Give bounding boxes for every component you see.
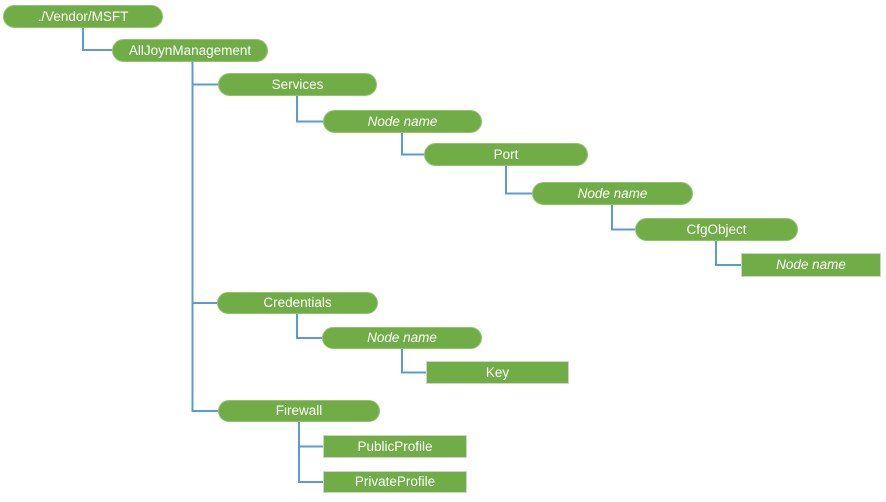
tree-node-publicprofile: PublicProfile: [323, 435, 467, 458]
tree-node-services: Services: [218, 73, 377, 96]
tree-node-cfgobject: CfgObject: [635, 218, 798, 241]
connector-firewall-to-privateprofile: [298, 422, 323, 483]
connector-credentials-to-node-name: [296, 314, 322, 339]
tree-node-port: Port: [424, 143, 588, 166]
connector-firewall-to-publicprofile: [298, 422, 323, 448]
connector-node-name-to-port: [401, 133, 424, 156]
connector-alljoynmanagement-to-firewall: [191, 62, 218, 412]
tree-node-firewall: Firewall: [218, 400, 380, 422]
connector-alljoynmanagement-to-services: [191, 62, 218, 86]
connector-root-to-alljoynmanagement: [82, 28, 112, 51]
tree-node-credentials-node-name: Node name: [322, 327, 482, 349]
connector-alljoynmanagement-to-credentials: [191, 62, 217, 304]
tree-node-cfgobject-node-name: Node name: [741, 253, 881, 277]
connector-services-to-node-name: [296, 96, 323, 123]
connector-cfgobject-to-node-name: [715, 241, 741, 266]
connector-node-name-to-key: [401, 349, 426, 374]
tree-node-port-node-name: Node name: [532, 182, 693, 205]
connector-node-name-to-cfgobject: [611, 205, 635, 231]
connector-port-to-node-name: [505, 166, 532, 195]
tree-node-vendor-msft: ./Vendor/MSFT: [3, 5, 163, 28]
tree-node-credentials: Credentials: [217, 292, 378, 314]
tree-node-services-node-name: Node name: [323, 110, 482, 133]
tree-node-alljoynmanagement: AllJoynManagement: [112, 39, 268, 62]
tree-node-privateprofile: PrivateProfile: [323, 471, 467, 493]
tree-node-key: Key: [426, 361, 569, 384]
